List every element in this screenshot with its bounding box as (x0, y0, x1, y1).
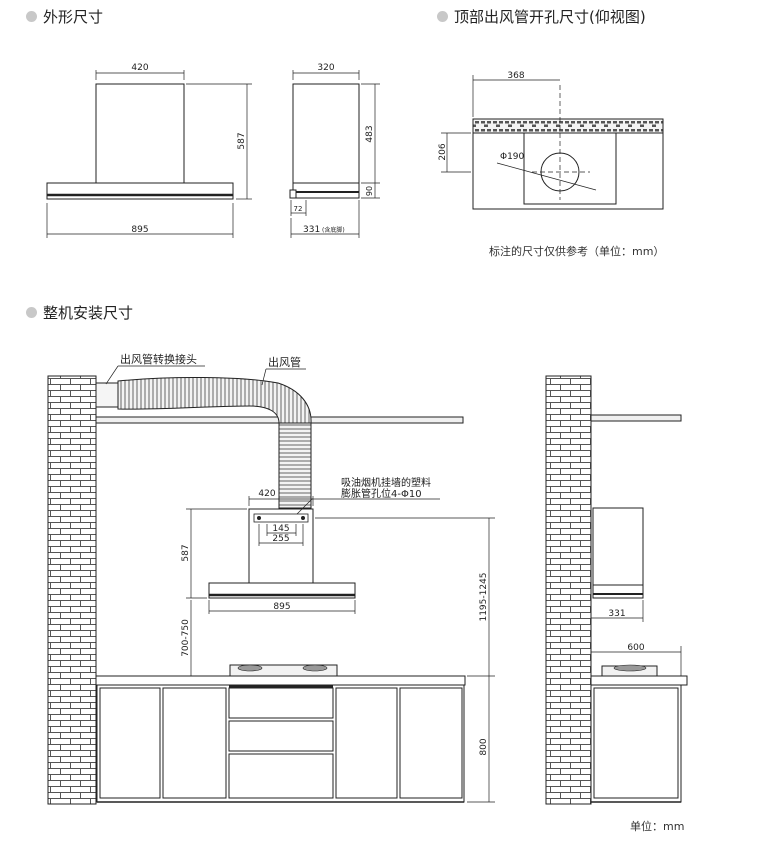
top-view (441, 75, 664, 210)
mount-hole-icon (301, 516, 305, 520)
install-brick-wall (47, 375, 97, 805)
top-view-hood-outline (523, 133, 617, 205)
reference-note: 标注的尺寸仅供参考（单位：mm） (489, 245, 665, 258)
cabinet-door (99, 687, 161, 799)
top-view-diameter-label: Φ190 (500, 152, 525, 162)
install-side-brick-wall (545, 375, 592, 805)
install-side-depth-label: 331 (608, 609, 625, 619)
install-side-view (545, 375, 688, 805)
cabinet-drawer (228, 753, 334, 799)
install-hob-clearance-label: 700-750 (181, 619, 191, 657)
front-bottom-width-label: 895 (131, 225, 148, 235)
heading-outline: 外形尺寸 (26, 6, 103, 27)
install-flexible-duct (117, 376, 312, 424)
heading-top-opening: 顶部出风管开孔尺寸(仰视图) (437, 6, 646, 27)
side-view (289, 70, 380, 238)
front-top-width-label: 420 (131, 63, 148, 73)
install-hole-spacing-outer-label: 255 (272, 534, 289, 544)
cabinet-door (399, 687, 463, 799)
cabinet-drawer (228, 687, 334, 719)
heading-install: 整机安装尺寸 (26, 302, 133, 323)
heading-outline-text: 外形尺寸 (43, 8, 104, 26)
top-view-ceiling (472, 132, 664, 210)
install-view (47, 365, 495, 805)
side-base-height-label: 90 (365, 186, 374, 196)
install-side-hood-body (592, 507, 644, 586)
side-base (292, 182, 360, 199)
install-hole-spacing-inner-label: 145 (272, 524, 289, 534)
install-width-label: 895 (273, 602, 290, 612)
install-side-ceiling (590, 414, 682, 422)
install-top-width-label: 420 (258, 489, 275, 499)
front-view (46, 70, 252, 238)
top-view-offset-label: 368 (507, 71, 524, 81)
install-mount-height-label: 1195-1245 (479, 572, 489, 621)
side-depth-label: 331 (303, 225, 320, 235)
top-view-brick-strip (472, 118, 664, 134)
heading-top-opening-text: 顶部出风管开孔尺寸(仰视图) (454, 8, 646, 26)
install-counter-depth-label: 600 (627, 643, 644, 653)
mount-hole-icon (257, 516, 261, 520)
bullet-icon (437, 11, 448, 22)
bullet-icon (26, 307, 37, 318)
side-top-depth-label: 320 (317, 63, 334, 73)
install-side-cabinet (590, 684, 682, 803)
install-countertop (95, 675, 466, 686)
anchor-label-line-2: 膨胀管孔位4-Φ10 (341, 487, 422, 500)
install-side-countertop (590, 675, 688, 686)
bullet-icon (26, 11, 37, 22)
side-foot-label: 72 (294, 205, 303, 213)
front-canopy (46, 182, 234, 200)
install-cabinets (96, 684, 465, 803)
anchor-label-line-1: 吸油烟机挂墙的塑料 (341, 476, 431, 489)
front-height-label: 587 (237, 132, 247, 149)
install-side-hood-base (592, 584, 644, 599)
install-counter-height-label: 800 (479, 738, 489, 755)
side-body (292, 83, 360, 184)
side-depth-note: (含底脚) (322, 226, 345, 234)
connector-label: 出风管转换接头 (120, 352, 197, 366)
unit-note: 单位：mm (630, 820, 685, 833)
cabinet-door (162, 687, 227, 799)
side-upper-height-label: 483 (365, 125, 375, 142)
heading-install-text: 整机安装尺寸 (43, 304, 134, 322)
install-height-label: 587 (181, 544, 191, 561)
duct-label: 出风管 (268, 355, 301, 369)
top-view-depth-label: 206 (438, 143, 448, 160)
cabinet-drawer (228, 720, 334, 752)
install-mount-bracket (253, 513, 309, 523)
install-duct-connector (95, 382, 119, 408)
cabinet-door (335, 687, 398, 799)
install-vertical-duct (278, 422, 312, 509)
front-chimney (95, 83, 185, 184)
